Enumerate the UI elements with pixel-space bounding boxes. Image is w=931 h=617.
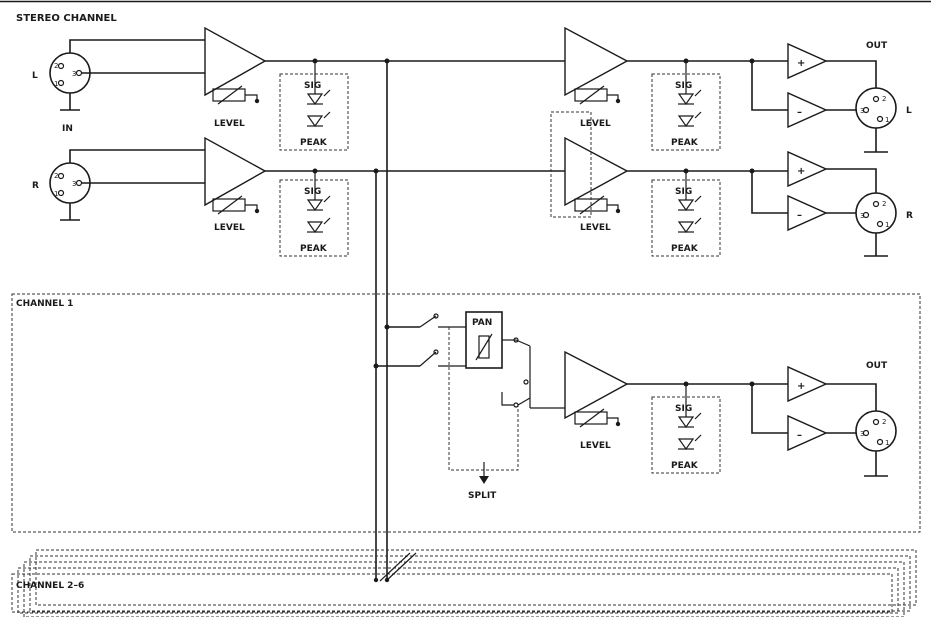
peak-label: PEAK <box>671 244 699 254</box>
input-right-label: R <box>32 181 39 191</box>
driver-ch1-minus <box>787 414 828 452</box>
input-amp-left <box>204 26 267 105</box>
channels-2-6-title: CHANNEL 2–6 <box>16 581 84 591</box>
split-label: SPLIT <box>468 491 497 501</box>
minus-label: – <box>797 210 802 221</box>
output-label: OUT <box>866 41 888 51</box>
xlr-input-right: 2 3 1 <box>49 162 91 221</box>
output-right-label: R <box>906 211 913 221</box>
xlr-output-ch1: 2 3 1 <box>855 410 897 477</box>
level-label: LEVEL <box>580 223 611 233</box>
svg-text:1: 1 <box>54 190 58 198</box>
output-left-label: L <box>906 106 912 116</box>
driver-ch1-plus <box>787 365 828 403</box>
svg-text:2: 2 <box>882 200 886 208</box>
level-label: LEVEL <box>580 119 611 129</box>
output-label: OUT <box>866 361 888 371</box>
minus-label: – <box>797 430 802 441</box>
svg-text:1: 1 <box>885 116 889 124</box>
plus-label: + <box>797 58 805 69</box>
input-amp-right <box>204 136 267 215</box>
pan-label: PAN <box>472 318 492 328</box>
svg-text:3: 3 <box>860 107 864 115</box>
xlr-input-left: 2 3 1 <box>49 52 91 111</box>
bus-slash <box>379 552 411 582</box>
minus-label: – <box>797 107 802 118</box>
svg-text:3: 3 <box>860 430 864 438</box>
driver-right-minus <box>787 194 828 232</box>
level-label: LEVEL <box>580 441 611 451</box>
driver-right-plus <box>787 150 828 188</box>
svg-text:3: 3 <box>860 212 864 220</box>
svg-text:2: 2 <box>54 62 58 70</box>
meter-channel-1 <box>651 384 721 474</box>
peak-label: PEAK <box>671 461 699 471</box>
svg-text:3: 3 <box>72 70 76 78</box>
sig-label: SIG <box>304 81 321 91</box>
peak-label: PEAK <box>300 244 328 254</box>
input-label: IN <box>62 124 73 134</box>
sig-label: SIG <box>304 187 321 197</box>
level-label: LEVEL <box>214 223 245 233</box>
svg-text:1: 1 <box>885 221 889 229</box>
svg-text:1: 1 <box>885 439 889 447</box>
peak-label: PEAK <box>300 138 328 148</box>
bus-slash <box>385 552 417 582</box>
plus-label: + <box>797 381 805 392</box>
svg-text:2: 2 <box>54 172 58 180</box>
channel-1-box <box>11 293 921 533</box>
driver-left-plus <box>787 42 828 80</box>
input-select-switch <box>419 313 466 367</box>
sig-label: SIG <box>675 404 692 414</box>
level-link <box>550 111 592 218</box>
channels-2-6-stack <box>11 549 917 617</box>
svg-text:2: 2 <box>882 95 886 103</box>
xlr-output-right: 2 3 1 <box>855 192 897 257</box>
meter-out-left <box>651 61 721 151</box>
sig-label: SIG <box>675 81 692 91</box>
svg-text:3: 3 <box>72 180 76 188</box>
level-label: LEVEL <box>214 119 245 129</box>
output-amp-left <box>564 26 629 105</box>
sig-label: SIG <box>675 187 692 197</box>
xlr-output-left: 2 3 1 <box>855 87 897 153</box>
diagram-title: STEREO CHANNEL <box>16 13 117 24</box>
channel-1-title: CHANNEL 1 <box>16 299 73 309</box>
input-left-label: L <box>32 71 38 81</box>
plus-label: + <box>797 166 805 177</box>
peak-label: PEAK <box>671 138 699 148</box>
svg-text:2: 2 <box>882 418 886 426</box>
output-amp-right <box>564 136 629 215</box>
svg-text:1: 1 <box>54 80 58 88</box>
split-switch <box>501 337 565 409</box>
meter-stereo-right <box>279 171 349 257</box>
meter-stereo-left <box>279 61 349 151</box>
channel-1-amp <box>564 350 629 428</box>
driver-left-minus <box>787 91 828 129</box>
meter-out-right <box>651 171 721 257</box>
